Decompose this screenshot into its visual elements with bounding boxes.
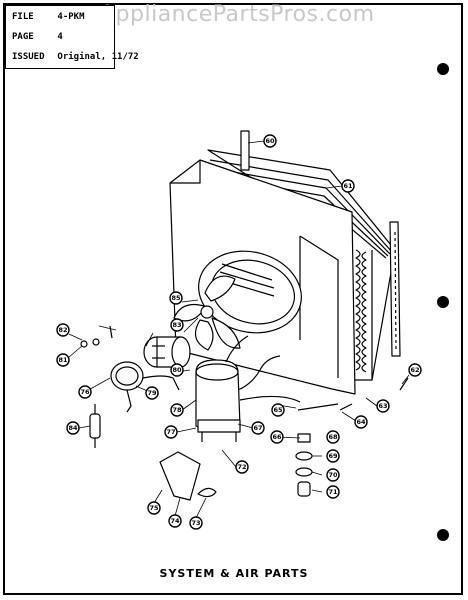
info-box: FILE 4-PKM PAGE 4 ISSUED Original, 11/72: [5, 5, 139, 69]
screws-and-washers: [80, 325, 409, 411]
issued-value: Original, 11/72: [57, 52, 139, 62]
diagram-caption: SYSTEM & AIR PARTS: [159, 567, 309, 580]
page-value: 4: [57, 32, 63, 42]
svg-text:78: 78: [172, 406, 182, 414]
callout-65: 65: [271, 403, 285, 417]
file-value: 4-PKM: [57, 12, 85, 22]
svg-text:68: 68: [328, 433, 338, 441]
svg-text:82: 82: [58, 326, 67, 334]
svg-text:69: 69: [328, 452, 338, 460]
callout-79: 79: [145, 386, 159, 400]
callout-73: 73: [189, 516, 203, 530]
file-row: FILE 4-PKM: [12, 12, 85, 22]
issued-row: ISSUED Original, 11/72: [12, 52, 139, 62]
svg-text:61: 61: [343, 182, 353, 190]
svg-text:83: 83: [172, 321, 181, 329]
svg-text:72: 72: [237, 463, 246, 471]
compressor: [195, 335, 281, 442]
svg-text:85: 85: [171, 294, 181, 302]
callout-67: 67: [251, 421, 265, 435]
callout-60: 60: [263, 134, 277, 148]
valve-stack: [295, 433, 313, 497]
callout-74: 74: [168, 514, 182, 528]
svg-text:81: 81: [58, 356, 68, 364]
svg-text:65: 65: [273, 406, 283, 414]
callout-85: 85: [169, 291, 183, 305]
drier: [89, 404, 101, 448]
callout-72: 72: [235, 460, 249, 474]
callout-64: 64: [354, 415, 368, 429]
fan-blade: [173, 275, 241, 351]
gasket: [159, 451, 201, 501]
callout-80: 80: [170, 363, 184, 377]
svg-text:71: 71: [328, 488, 338, 496]
svg-text:66: 66: [272, 433, 282, 441]
fan-shroud: [169, 159, 356, 395]
binder-hole-bottom: [437, 529, 449, 541]
svg-text:60: 60: [265, 137, 275, 145]
clip: [197, 487, 217, 498]
callout-81: 81: [56, 353, 70, 367]
callout-69: 69: [326, 449, 340, 463]
svg-text:84: 84: [68, 424, 78, 432]
callout-71: 71: [326, 485, 340, 499]
motor-mount: [110, 361, 180, 413]
page-row: PAGE 4: [12, 32, 63, 42]
fan-motor: [143, 336, 191, 368]
discharge-tube: [239, 395, 301, 403]
callout-83: 83: [170, 318, 184, 332]
svg-text:75: 75: [149, 504, 159, 512]
callout-84: 84: [66, 421, 80, 435]
callout-78: 78: [170, 403, 184, 417]
page-label: PAGE: [12, 32, 34, 42]
svg-text:62: 62: [410, 366, 419, 374]
svg-text:73: 73: [191, 519, 200, 527]
line-tube: [297, 403, 339, 411]
callout-76: 76: [78, 385, 92, 399]
bracket-top: [240, 130, 250, 171]
callout-61: 61: [341, 179, 355, 193]
svg-text:76: 76: [80, 388, 90, 396]
svg-text:63: 63: [378, 402, 387, 410]
callout-75: 75: [147, 501, 161, 515]
svg-text:80: 80: [172, 366, 182, 374]
callout-70: 70: [326, 468, 340, 482]
callout-77: 77: [164, 425, 178, 439]
issued-label: ISSUED: [12, 52, 45, 62]
callout-63: 63: [376, 399, 390, 413]
watermark: AppliancePartsPros.com: [100, 2, 375, 27]
svg-text:74: 74: [170, 517, 180, 525]
file-label: FILE: [12, 12, 34, 22]
binder-hole-top: [437, 63, 449, 75]
svg-text:70: 70: [328, 471, 338, 479]
svg-text:77: 77: [166, 428, 175, 436]
svg-text:79: 79: [147, 389, 157, 397]
binder-hole-middle: [437, 296, 449, 308]
callout-82: 82: [56, 323, 70, 337]
svg-text:67: 67: [253, 424, 262, 432]
callout-62: 62: [408, 363, 422, 377]
callout-68: 68: [326, 430, 340, 444]
callout-66: 66: [270, 430, 284, 444]
svg-text:64: 64: [356, 418, 366, 426]
